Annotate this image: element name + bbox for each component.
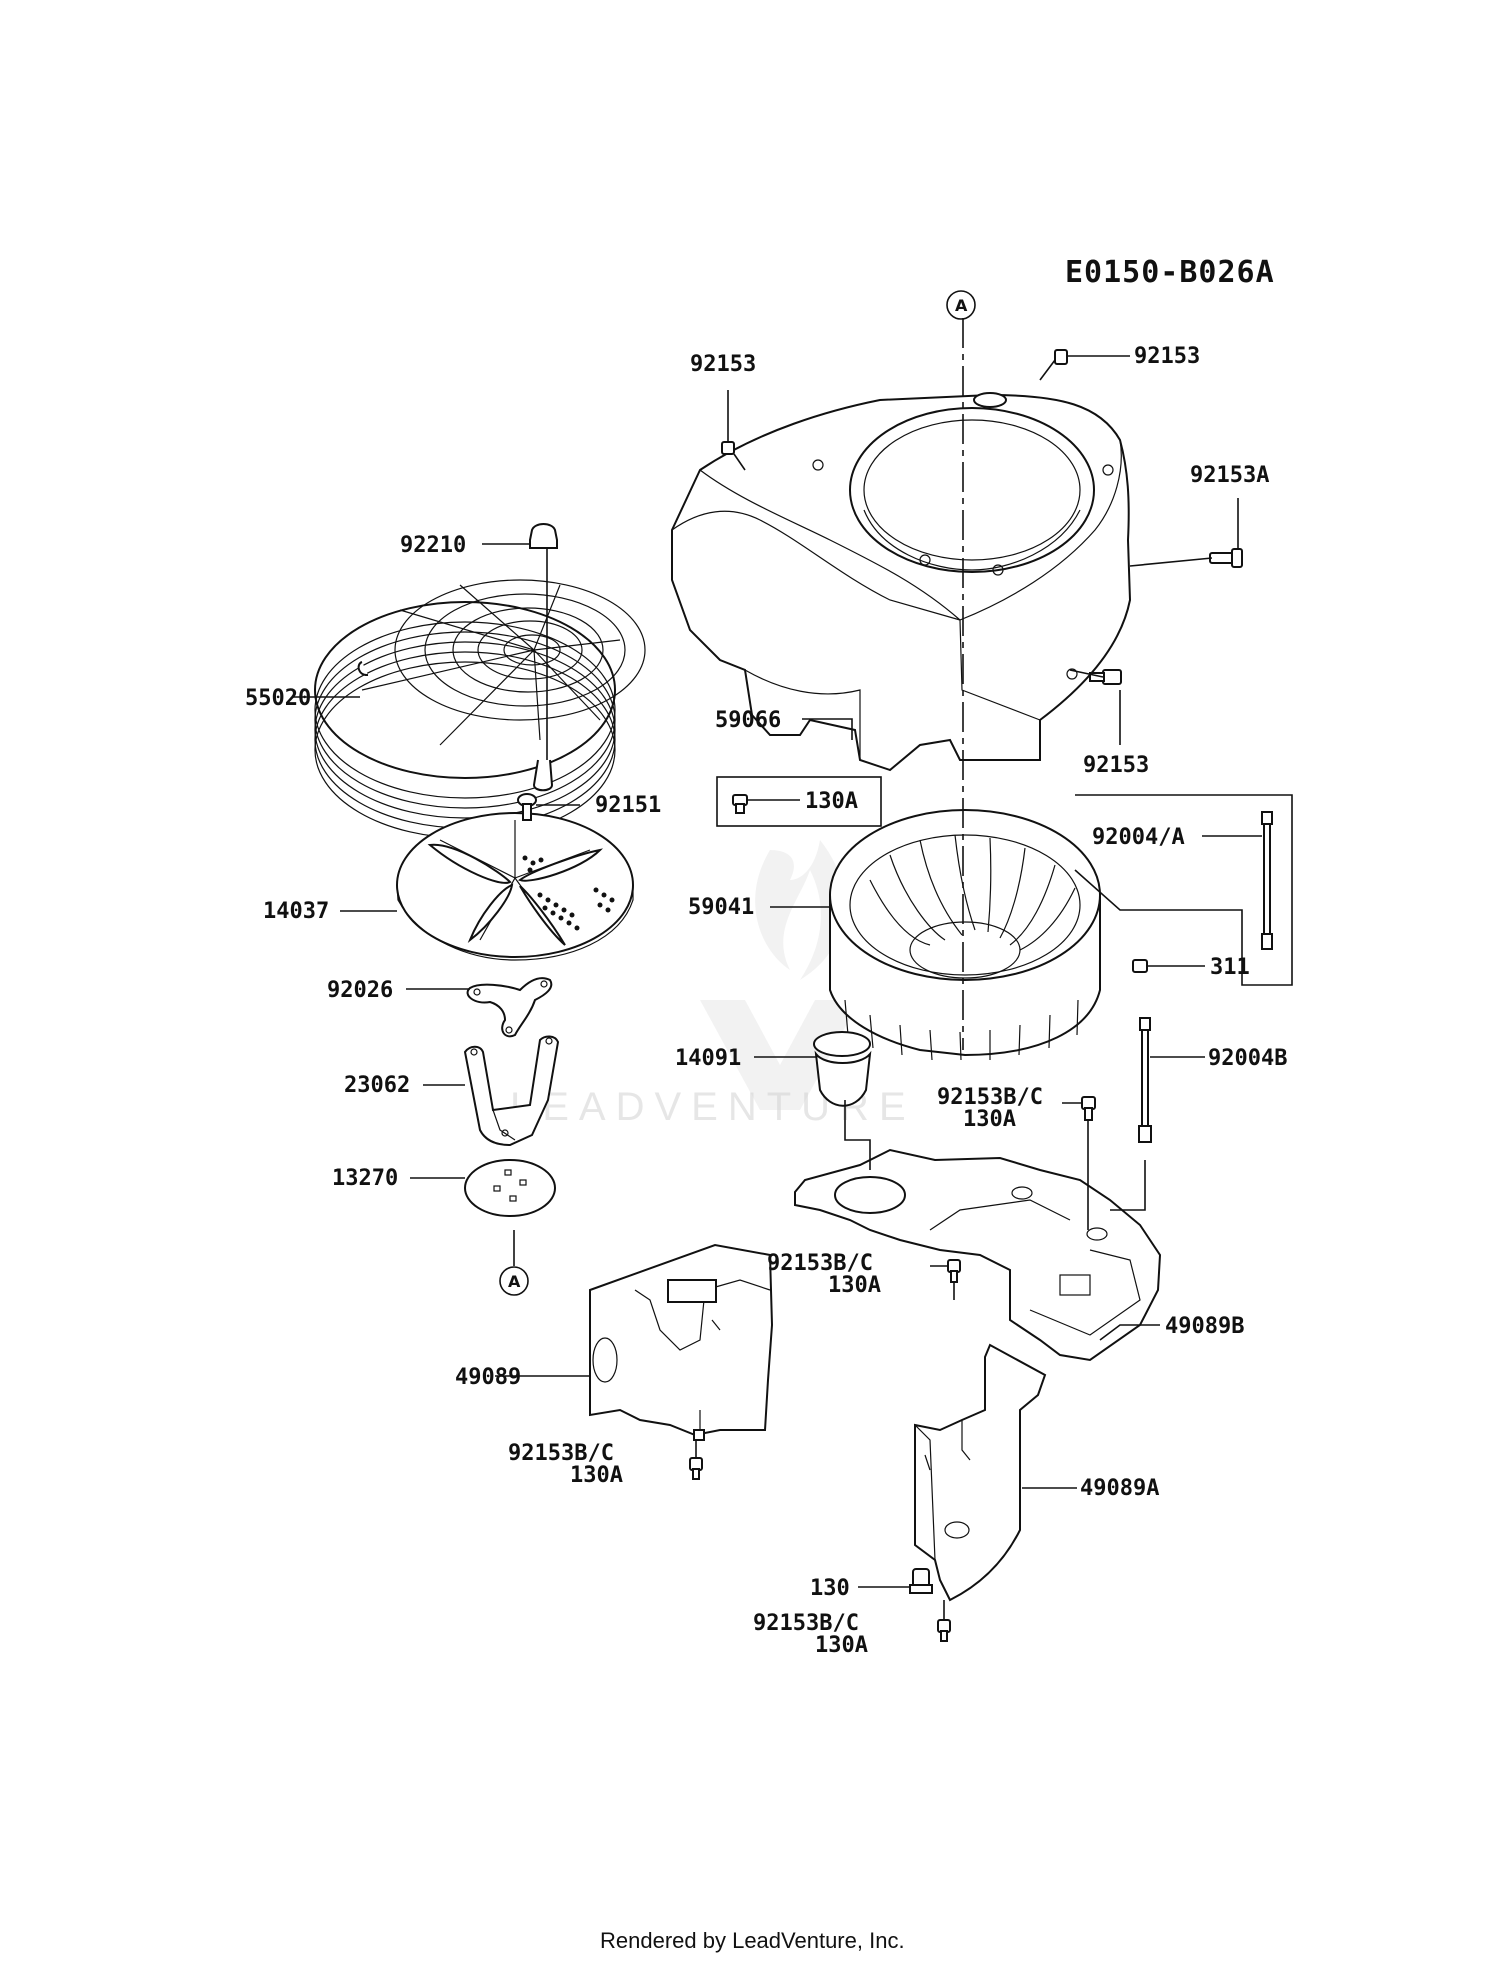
bolt-92153bc-3 [689,1457,703,1480]
label-92153bc-2: 92153B/C [767,1251,873,1276]
label-130: 130 [810,1576,850,1601]
label-130a-1: 130A [963,1107,1016,1132]
label-92153-right: 92153 [1083,753,1149,778]
bolt-130a-box [732,794,748,814]
bolt-92153a [1209,548,1243,568]
label-13270: 13270 [332,1166,398,1191]
label-92153bc-3: 92153B/C [508,1441,614,1466]
screen-14037 [396,812,634,961]
label-59041: 59041 [688,895,754,920]
label-92210: 92210 [400,533,466,558]
label-92004a: 92004/A [1092,825,1185,850]
label-59066: 59066 [715,708,781,733]
label-130a-box: 130A [805,789,858,814]
labels: 92153 92153 92153A 92210 55020 59066 921… [245,344,1287,1658]
box-92004a [1074,794,1293,986]
footer-credit: Rendered by LeadVenture, Inc. [600,1928,905,1953]
baffle-49089b [794,1148,1162,1362]
box-130a [716,776,882,827]
nut-92210 [529,523,558,549]
label-14037: 14037 [263,899,329,924]
label-49089: 49089 [455,1365,521,1390]
baffle-49089 [589,1243,774,1441]
stud-92004b [1138,1017,1152,1143]
bushing-14091 [813,1031,872,1107]
label-14091: 14091 [675,1046,741,1071]
diagram-code: E0150-B026A [1065,255,1275,290]
label-92153-top: 92153 [690,352,756,377]
label-92026: 92026 [327,978,393,1003]
disc-13270 [464,1159,556,1217]
shroud-59066 [671,392,1132,772]
label-130a-3: 130A [570,1463,623,1488]
label-92153a: 92153A [1190,463,1269,488]
label-49089a: 49089A [1080,1476,1159,1501]
label-92004b: 92004B [1208,1046,1287,1071]
label-130a-2: 130A [828,1273,881,1298]
ref-mark-bottom: A [499,1230,529,1296]
label-23062: 23062 [344,1073,410,1098]
label-55020: 55020 [245,686,311,711]
label-92153bc-4: 92153B/C [753,1611,859,1636]
bolt-92153-right [1089,669,1122,685]
bolt-92153bc-2 [947,1259,961,1283]
label-92153bc-1: 92153B/C [937,1085,1043,1110]
label-49089b: 49089B [1165,1314,1244,1339]
fan-guard-55020 [314,579,646,839]
label-92153-topright: 92153 [1134,344,1200,369]
stud-92004a [1261,811,1273,950]
baffle-49089a [914,1343,1047,1602]
bolt-92153bc-4 [937,1619,951,1642]
label-130a-4: 130A [815,1633,868,1658]
plate-92026 [466,977,553,1038]
svg-text:A: A [955,296,968,315]
bolt-130 [909,1568,933,1594]
leader-lines [293,355,1262,1620]
bolt-92153bc-1 [1081,1096,1096,1121]
ref-mark-top: A [946,290,976,320]
bolt-92153-topright [1054,349,1068,365]
label-92151: 92151 [595,793,661,818]
bracket-23062 [463,1035,560,1147]
bolt-92151 [517,793,537,821]
bolt-92153-top [721,441,735,455]
flywheel-59041 [829,809,1101,1061]
nut-311 [1132,959,1148,973]
watermark-logo [700,840,860,1110]
label-311: 311 [1210,955,1250,980]
svg-text:A: A [508,1272,521,1291]
